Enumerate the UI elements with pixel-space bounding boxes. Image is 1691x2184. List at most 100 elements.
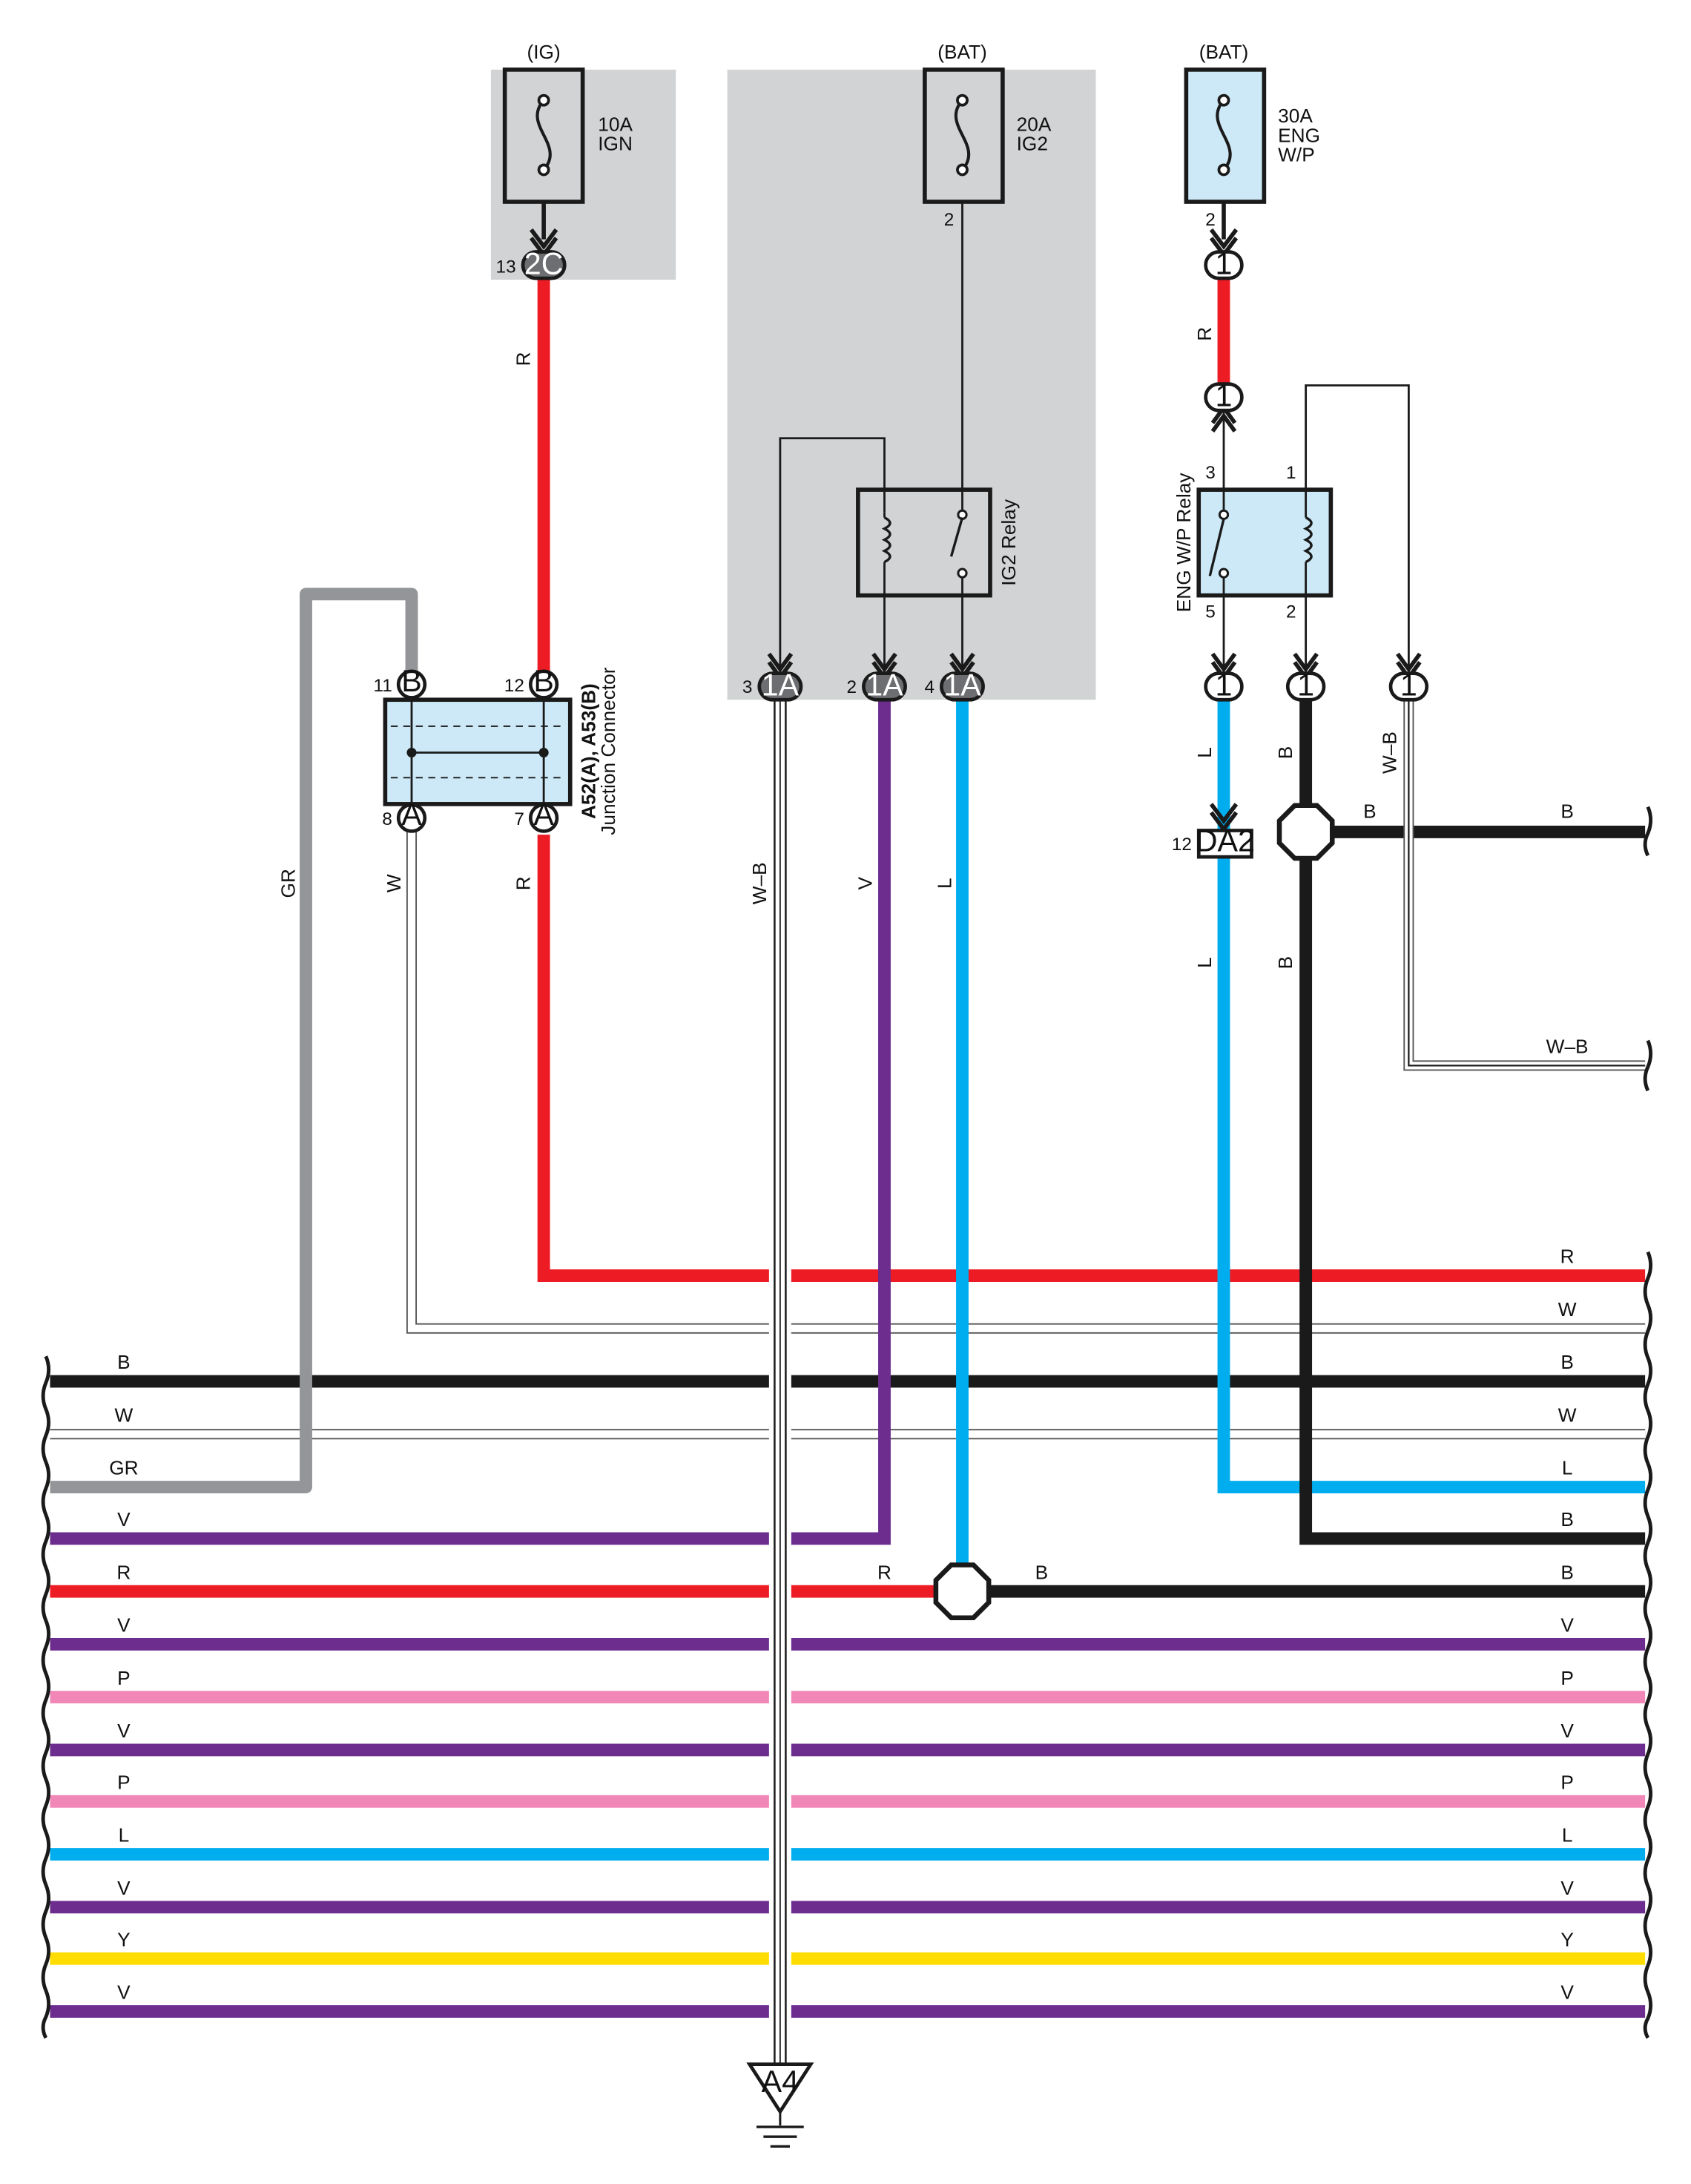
- conn-j-11: [396, 669, 427, 700]
- junction-title: A52(A), A53(B): [578, 683, 600, 819]
- ign-name: IGN: [598, 133, 633, 155]
- engwp-name-1: ENG: [1278, 124, 1320, 146]
- engwp-name-2: W/P: [1278, 144, 1315, 166]
- conn-1a-3: [757, 671, 803, 702]
- label-splice2-r: R: [877, 1561, 891, 1583]
- left-bus-label: B: [117, 1351, 131, 1373]
- pin-j-11: 11: [373, 676, 392, 696]
- label-engwp-r: R: [1193, 327, 1216, 341]
- right-bus-label: B: [1560, 1561, 1574, 1583]
- label-engwp-l: L: [1193, 747, 1216, 758]
- right-bus-label: P: [1560, 1771, 1574, 1793]
- conn-j-11-label: B: [401, 664, 422, 698]
- right-bus-label: V: [1560, 1614, 1574, 1637]
- conn-2c: [521, 250, 567, 280]
- wire-gr: [50, 588, 418, 1493]
- right-bus-label: W: [1558, 1298, 1577, 1320]
- conn-engwp-top: [1204, 382, 1244, 412]
- conn-j-12-label: B: [533, 664, 554, 698]
- break-wave: [1643, 1039, 1653, 1092]
- ig2-name: IG2: [1017, 133, 1048, 155]
- wire-r-top: [537, 835, 1646, 1282]
- ig2-relay: [767, 437, 992, 682]
- fuse-ig2: [923, 68, 1005, 490]
- right-bus-label: V: [1560, 1877, 1574, 1899]
- right-bus-label: Y: [1560, 1928, 1574, 1950]
- pin-1a-3: 3: [742, 677, 753, 697]
- conn-engwp-wb-label: 1: [1400, 668, 1417, 703]
- left-bus-label: R: [116, 1561, 131, 1583]
- pin-j-7: 7: [514, 809, 524, 829]
- label-l: L: [934, 878, 956, 889]
- pin-da2: 12: [1172, 835, 1192, 855]
- ig2-source: (BAT): [937, 41, 987, 63]
- conn-engwp-5: [1204, 671, 1244, 702]
- break-wave: [1643, 806, 1653, 857]
- pin-engwp-fuse: 2: [1205, 210, 1216, 230]
- conn-engwp-5-label: 1: [1216, 668, 1233, 703]
- conn-engwp-2: [1285, 671, 1326, 702]
- label-v: V: [854, 877, 877, 890]
- pin-1a-4: 4: [924, 677, 934, 697]
- label-engwp-wb: W–B: [1379, 731, 1401, 774]
- junction-connector: [383, 697, 573, 806]
- label-engwp-b2: B: [1274, 956, 1296, 970]
- wire-wb-right-out: [1403, 695, 1646, 1071]
- ign-source: (IG): [527, 41, 561, 63]
- conn-j-8: [396, 803, 427, 833]
- engwp-relay: [1196, 384, 1422, 682]
- pin-engwp-2: 2: [1286, 602, 1296, 622]
- ground-label: A4: [762, 2065, 799, 2099]
- wire-wb-right-in: [1405, 695, 1646, 1070]
- conn-engwp-2-label: 1: [1297, 668, 1314, 703]
- right-bus-label: L: [1562, 1824, 1573, 1846]
- left-bus-label: V: [117, 1981, 131, 2004]
- conn-j-8-label: A: [401, 797, 422, 832]
- left-bus-label: V: [117, 1508, 131, 1530]
- label-splice2-b: B: [1035, 1561, 1049, 1583]
- left-bus-label: V: [117, 1877, 131, 1899]
- junction-subtitle: Junction Connector: [597, 667, 619, 835]
- break-wave: [41, 1355, 51, 2039]
- label-right-b: B: [1560, 800, 1574, 823]
- label-engwp-l2: L: [1193, 957, 1216, 968]
- bat-box: [727, 69, 1096, 700]
- left-bus-label: P: [117, 1667, 131, 1689]
- left-bus-label: V: [117, 1720, 131, 1742]
- label-ign-r2: R: [512, 876, 534, 890]
- wire-l-right: [1217, 695, 1646, 1493]
- right-bus-label: V: [1560, 1720, 1574, 1742]
- pin-engwp-5: 5: [1205, 602, 1216, 622]
- left-bus-label: V: [117, 1614, 131, 1637]
- pin-engwp-3: 3: [1205, 463, 1216, 483]
- ig2-relay-name: IG2 Relay: [998, 499, 1020, 586]
- conn-engwp-wb: [1388, 671, 1429, 702]
- wire-v: [50, 695, 891, 1545]
- engwp-source: (BAT): [1199, 41, 1249, 63]
- splice-b-upper: [1276, 803, 1335, 861]
- conn-j-12: [528, 669, 559, 700]
- right-bus-label: B: [1560, 1508, 1574, 1530]
- pin-engwp-1: 1: [1286, 463, 1296, 483]
- pin-j-8: 8: [382, 809, 392, 829]
- left-bus-label: L: [119, 1824, 130, 1846]
- pin-1a-2: 2: [846, 677, 857, 697]
- conn-engwp-fuse-label: 1: [1216, 247, 1233, 281]
- wire-w-top: [406, 830, 1646, 1334]
- conn-1a-4-label: 1A: [943, 668, 981, 703]
- engwp-rating: 30A: [1278, 105, 1313, 127]
- ign-rating: 10A: [598, 113, 633, 135]
- ig2-rating: 20A: [1017, 113, 1052, 135]
- label-splice-b: B: [1363, 800, 1377, 823]
- wb-ground-wire: [768, 695, 791, 2073]
- left-bus-label: P: [117, 1771, 131, 1793]
- label-right-wb: W–B: [1546, 1036, 1589, 1058]
- conn-1a-2: [862, 671, 907, 702]
- left-bus-label: GR: [109, 1457, 138, 1479]
- splice-r-b: [933, 1562, 992, 1621]
- fuse-ign: [502, 68, 585, 258]
- fuse-engwp: [1184, 68, 1267, 258]
- conn-engwp-top-label: 1: [1216, 379, 1233, 413]
